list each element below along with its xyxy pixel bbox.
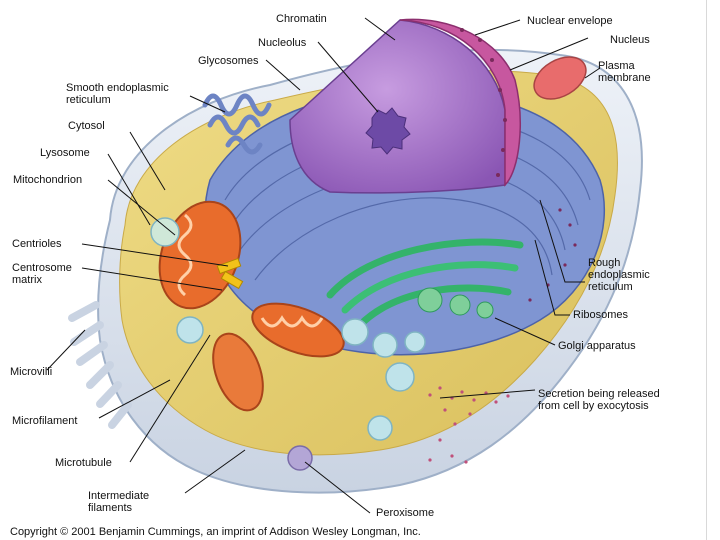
label-microfilament: Microfilament xyxy=(12,415,77,427)
label-smooth-er: Smooth endoplasmic reticulum xyxy=(66,82,169,106)
lysosome xyxy=(151,218,179,246)
label-lysosome: Lysosome xyxy=(40,147,90,159)
label-golgi-apparatus: Golgi apparatus xyxy=(558,340,636,352)
label-chromatin: Chromatin xyxy=(276,13,327,25)
label-secretion: Secretion being released from cell by ex… xyxy=(538,388,660,412)
label-glycosomes: Glycosomes xyxy=(198,55,259,67)
page-edge-rule xyxy=(706,0,707,540)
label-microtubule: Microtubule xyxy=(55,457,112,469)
label-rough-er: Rough endoplasmic reticulum xyxy=(588,257,650,293)
label-ribosomes: Ribosomes xyxy=(573,309,628,321)
peroxisome xyxy=(288,446,312,470)
label-cytosol: Cytosol xyxy=(68,120,105,132)
label-microvilli: Microvilli xyxy=(10,366,52,378)
label-nucleus: Nucleus xyxy=(610,34,650,46)
label-nucleolus: Nucleolus xyxy=(258,37,306,49)
label-centrosome-matrix: Centrosome matrix xyxy=(12,262,72,286)
label-plasma-membrane: Plasma membrane xyxy=(598,60,651,84)
label-peroxisome: Peroxisome xyxy=(376,507,434,519)
copyright-notice: Copyright © 2001 Benjamin Cummings, an i… xyxy=(10,526,421,538)
label-nuclear-envelope: Nuclear envelope xyxy=(527,15,613,27)
label-mitochondrion: Mitochondrion xyxy=(13,174,82,186)
label-intermediate-filaments: Intermediate filaments xyxy=(88,490,149,514)
label-centrioles: Centrioles xyxy=(12,238,62,250)
